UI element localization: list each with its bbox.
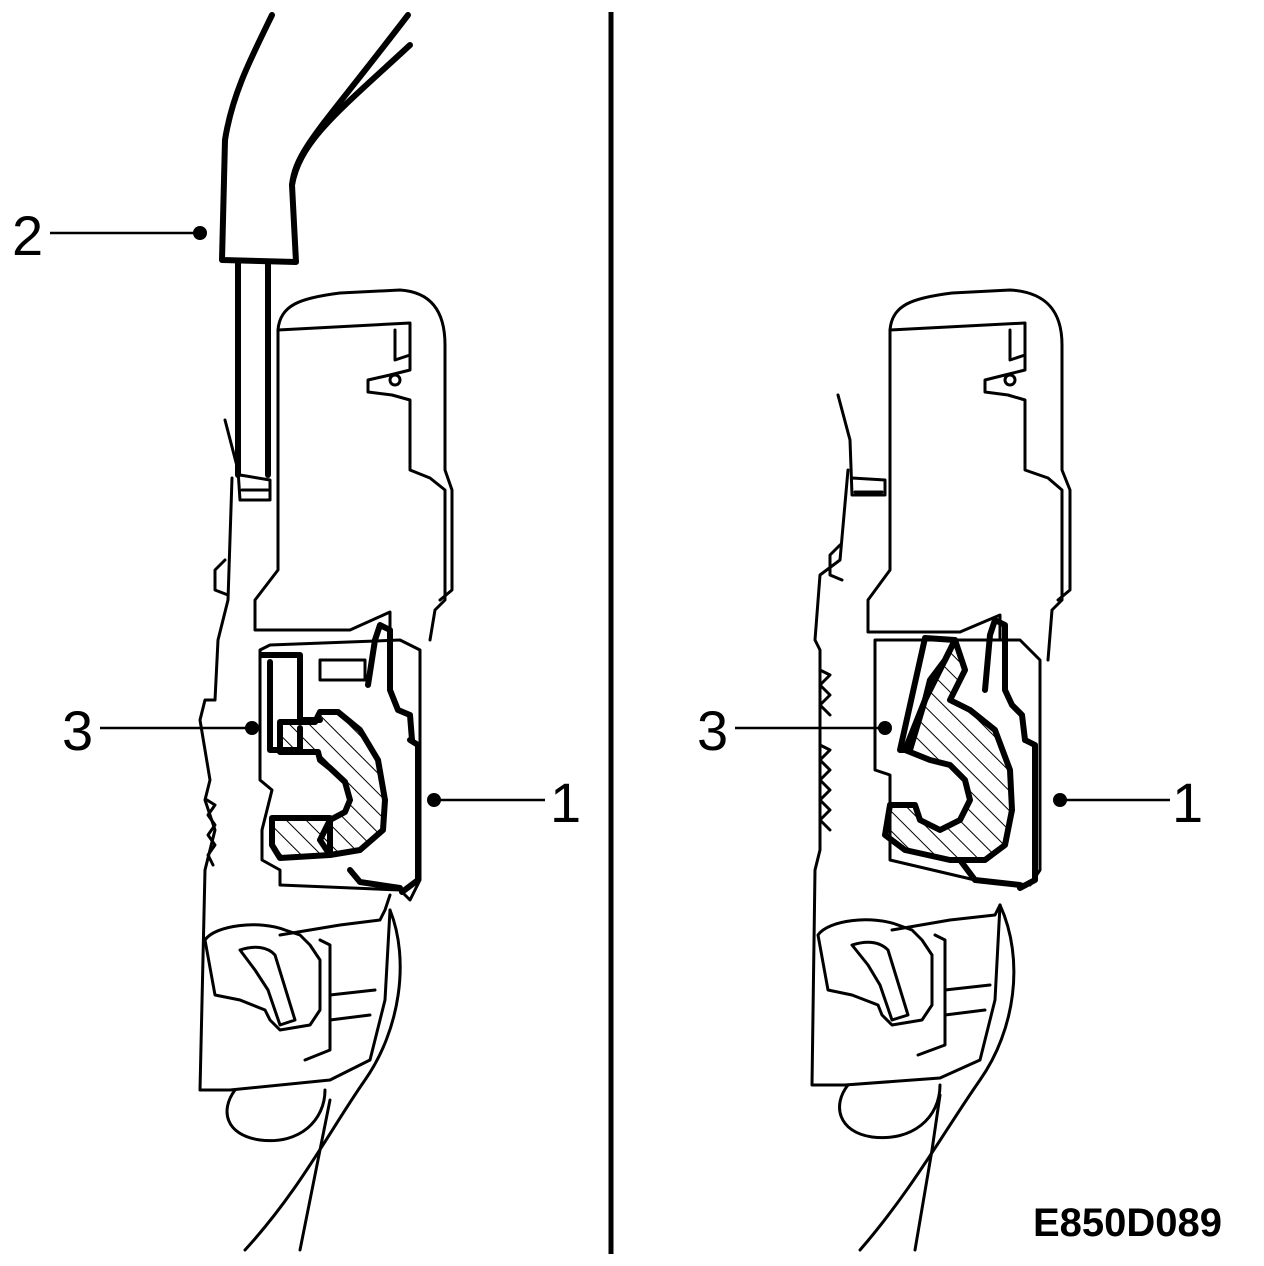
probe-tool bbox=[219, 12, 413, 478]
left-leaders bbox=[50, 226, 545, 807]
callout-3-right: 3 bbox=[697, 699, 728, 762]
callout-1-right: 1 bbox=[1172, 771, 1203, 834]
callout-3-left: 3 bbox=[62, 699, 93, 762]
latch-parts-hatched-right bbox=[882, 637, 1015, 863]
right-panel: 3 1 bbox=[697, 288, 1203, 1252]
figure-id: E850D089 bbox=[1033, 1201, 1222, 1245]
callout-1-left: 1 bbox=[550, 771, 581, 834]
lower-housing-right bbox=[816, 903, 1016, 1252]
upper-housing-right bbox=[866, 288, 1072, 662]
lower-housing bbox=[203, 893, 402, 1252]
upper-housing bbox=[253, 288, 454, 642]
latch-parts-hatched bbox=[269, 709, 388, 861]
left-panel: 2 3 1 bbox=[12, 12, 581, 1252]
callout-2-left: 2 bbox=[12, 204, 43, 267]
left-frame-right bbox=[810, 393, 1002, 1087]
left-frame bbox=[198, 418, 392, 1092]
right-leaders bbox=[735, 721, 1170, 807]
